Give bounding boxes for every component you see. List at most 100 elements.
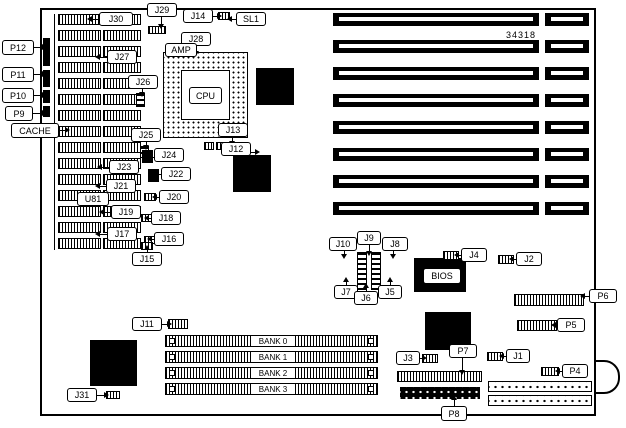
- label-j12: J12: [221, 142, 251, 156]
- label-j8: J8: [382, 237, 408, 251]
- bank-end-right-0: [368, 338, 374, 344]
- label-j31: J31: [67, 388, 97, 402]
- leader-arrowhead-26: [104, 392, 109, 398]
- leader-line-13: [251, 152, 255, 153]
- label-j27: J27: [107, 50, 137, 64]
- leader-line-2: [34, 95, 42, 96]
- leader-line-4: [59, 130, 65, 131]
- plcc-chip: [425, 312, 471, 350]
- leader-line-15: [152, 157, 154, 158]
- label-cpu: CPU: [189, 87, 222, 104]
- leader-arrowhead-25: [167, 321, 172, 327]
- bank-end-left-0: [169, 338, 175, 344]
- leader-line-29: [393, 251, 394, 254]
- isa-slot-7-long: [333, 175, 539, 188]
- isa-slot-3-short: [545, 67, 589, 80]
- label-p9: P9: [5, 106, 33, 121]
- isa-slot-opening: [339, 179, 533, 183]
- p12-edge-connector: [43, 38, 50, 66]
- label-p11: P11: [2, 67, 34, 82]
- cache-chip-r4-c1: [58, 62, 101, 73]
- bank-end-left-1: [169, 354, 175, 360]
- cache-chip-r9-c2: [103, 142, 141, 153]
- leader-arrowhead-4: [65, 127, 70, 133]
- leader-arrowhead-28: [366, 251, 372, 256]
- leader-arrowhead-1: [42, 71, 47, 77]
- label-j24: J24: [154, 148, 184, 162]
- label-j4: J4: [461, 248, 487, 262]
- j29-jumper: [148, 26, 166, 34]
- cache-chip-r14-c1: [58, 222, 101, 233]
- isa-slot-opening: [551, 17, 583, 21]
- cache-chip-r11-c1: [58, 174, 101, 185]
- isa-slot-8-short: [545, 202, 589, 215]
- bank-label-3: BANK 3: [250, 383, 296, 395]
- leader-arrowhead-19: [152, 194, 157, 200]
- label-u81: U81: [77, 192, 109, 206]
- corner-chip: [90, 340, 137, 386]
- leader-line-20: [104, 212, 111, 213]
- leader-line-12: [232, 137, 233, 141]
- bank-end-right-3: [368, 386, 374, 392]
- label-p6: P6: [589, 289, 617, 303]
- leader-arrowhead-8: [227, 16, 232, 22]
- label-j21: J21: [106, 179, 136, 193]
- isa-slot-opening: [551, 98, 583, 102]
- leader-arrowhead-30: [343, 277, 349, 282]
- cache-chip-r7-c2: [103, 110, 141, 121]
- controller-chip-upper: [256, 68, 294, 105]
- leader-line-25: [162, 324, 167, 325]
- isa-slot-opening: [551, 206, 583, 210]
- cache-chip-r15-c1: [58, 238, 101, 249]
- label-j16: J16: [154, 232, 184, 246]
- leader-arrowhead-34: [509, 256, 514, 262]
- leader-line-32: [390, 282, 391, 285]
- leader-arrowhead-3: [42, 110, 47, 116]
- isa-slot-opening: [339, 17, 533, 21]
- label-j14: J14: [183, 9, 213, 23]
- leader-arrowhead-5: [87, 16, 92, 22]
- label-j3: J3: [396, 351, 420, 365]
- keyboard-connector: [594, 360, 620, 394]
- power-connector-col-b: [371, 252, 381, 290]
- leader-line-17: [159, 174, 161, 175]
- leader-arrowhead-2: [42, 92, 47, 98]
- isa-slot-opening: [339, 44, 533, 48]
- isa-slot-1-long: [333, 13, 539, 26]
- label-j9: J9: [357, 231, 381, 245]
- label-j23: J23: [109, 160, 139, 174]
- leader-line-24: [147, 250, 148, 252]
- leader-line-18: [100, 186, 106, 187]
- isa-slot-6-short: [545, 148, 589, 161]
- cache-chip-r2-c2: [103, 30, 141, 41]
- label-amp: AMP: [165, 43, 197, 57]
- leader-arrowhead-33: [454, 252, 459, 258]
- label-j1: J1: [506, 349, 530, 363]
- label-34318: 34318: [506, 29, 537, 40]
- leader-arrowhead-40: [555, 368, 560, 374]
- isa-slot-4-short: [545, 94, 589, 107]
- leader-line-22: [100, 234, 107, 235]
- leader-line-27: [344, 251, 345, 254]
- isa-slot-3-long: [333, 67, 539, 80]
- isa-slot-5-short: [545, 121, 589, 134]
- leader-arrowhead-11: [139, 92, 145, 97]
- label-p7: P7: [449, 344, 477, 358]
- p6-connector: [514, 294, 584, 306]
- isa-slot-opening: [551, 179, 583, 183]
- pin-block-upper: [488, 381, 592, 392]
- label-p10: P10: [2, 88, 34, 103]
- leader-line-8: [232, 19, 236, 20]
- label-p8: P8: [441, 406, 467, 421]
- label-sl1: SL1: [236, 12, 266, 26]
- label-p12: P12: [2, 40, 34, 55]
- leader-arrowhead-41: [451, 395, 457, 400]
- label-j22: J22: [161, 167, 191, 181]
- leader-line-10: [100, 57, 107, 58]
- leader-line-0: [34, 47, 42, 48]
- leader-line-23: [152, 239, 154, 240]
- bank-end-right-2: [368, 370, 374, 376]
- cache-chip-r7-c1: [58, 110, 101, 121]
- leader-line-37: [420, 358, 422, 359]
